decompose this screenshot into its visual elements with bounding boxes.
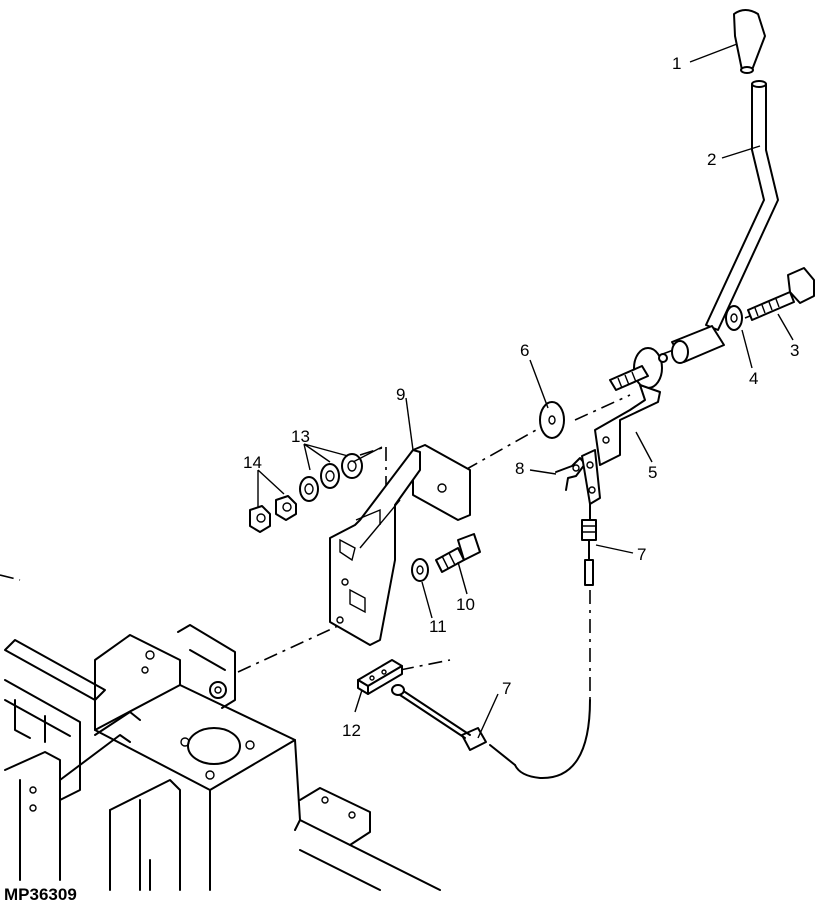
callout-13: 13: [291, 427, 310, 446]
nut-icon: [249, 495, 297, 533]
callout-4: 4: [749, 369, 758, 388]
callout-6: 6: [520, 341, 529, 360]
cable-icon: [391, 449, 601, 780]
bolt-icon: [747, 267, 815, 321]
callouts: 1 2 3 4 5 6 7 7 8 9 10 11 12 13 14: [243, 54, 799, 740]
callout-7-upper: 7: [637, 545, 646, 564]
bolt-icon: [435, 533, 481, 573]
callout-5: 5: [648, 463, 657, 482]
callout-10: 10: [456, 595, 475, 614]
leader-lines: [257, 43, 794, 739]
washer-icon: [725, 305, 743, 331]
lever-rod-icon: [671, 80, 779, 364]
pivot-bracket-icon: [594, 347, 668, 466]
callout-2: 2: [707, 150, 716, 169]
callout-1: 1: [672, 54, 681, 73]
washer-icon: [299, 453, 363, 502]
mounting-bracket-icon: [329, 444, 471, 646]
knob-icon: [733, 9, 766, 74]
callout-12: 12: [342, 721, 361, 740]
clamp-block-icon: [357, 659, 403, 695]
figure-id: MP36309: [4, 885, 77, 904]
washer-icon: [539, 401, 565, 439]
callout-9: 9: [396, 385, 405, 404]
callout-8: 8: [515, 459, 524, 478]
callout-11: 11: [429, 617, 447, 636]
callout-3: 3: [790, 341, 799, 360]
washer-icon: [411, 558, 429, 582]
clip-pin-icon: [555, 457, 586, 491]
callout-7-lower: 7: [502, 679, 511, 698]
callout-14: 14: [243, 453, 262, 472]
frame-chassis-icon: [4, 624, 441, 891]
